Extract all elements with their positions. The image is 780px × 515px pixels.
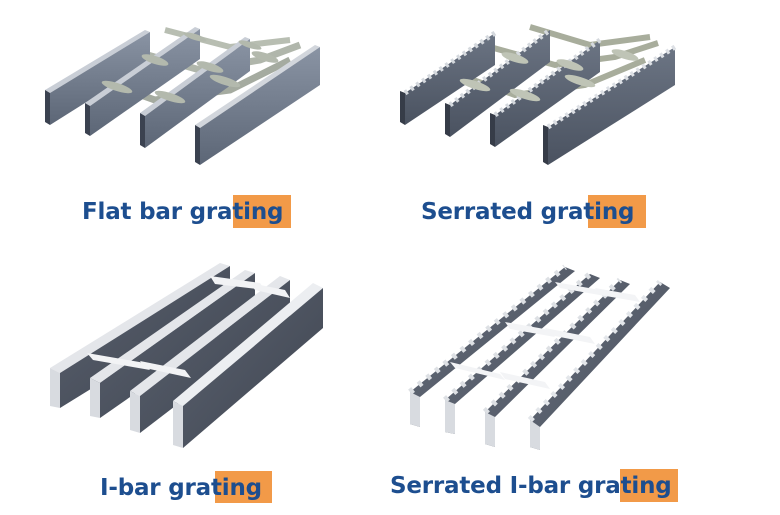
- label-text: I-bar grating: [100, 475, 262, 501]
- label-text: Flat bar grating: [82, 199, 284, 225]
- label-i-bar-grating: I-bar grating: [100, 471, 280, 505]
- label-text: Serrated grating: [421, 199, 635, 225]
- serrated-grating-image: [400, 24, 677, 165]
- highlight-box: [588, 195, 646, 228]
- label-serrated-i-bar-grating: Serrated I-bar grating: [390, 469, 685, 503]
- flat-bar-grating-image: [45, 27, 320, 165]
- serrated-i-bar-grating-image: [408, 264, 670, 450]
- i-bar-grating-image: [50, 263, 323, 448]
- cross-rods: [450, 282, 640, 389]
- label-flat-bar-grating: Flat bar grating: [82, 195, 292, 229]
- label-serrated-grating: Serrated grating: [421, 195, 651, 229]
- highlight-box: [215, 471, 272, 503]
- cross-rods: [87, 276, 290, 378]
- label-text: Serrated I-bar grating: [390, 473, 672, 499]
- bearing-bars: [50, 263, 323, 448]
- bearing-bars: [45, 27, 320, 165]
- highlight-box: [620, 469, 678, 502]
- highlight-box: [233, 195, 291, 228]
